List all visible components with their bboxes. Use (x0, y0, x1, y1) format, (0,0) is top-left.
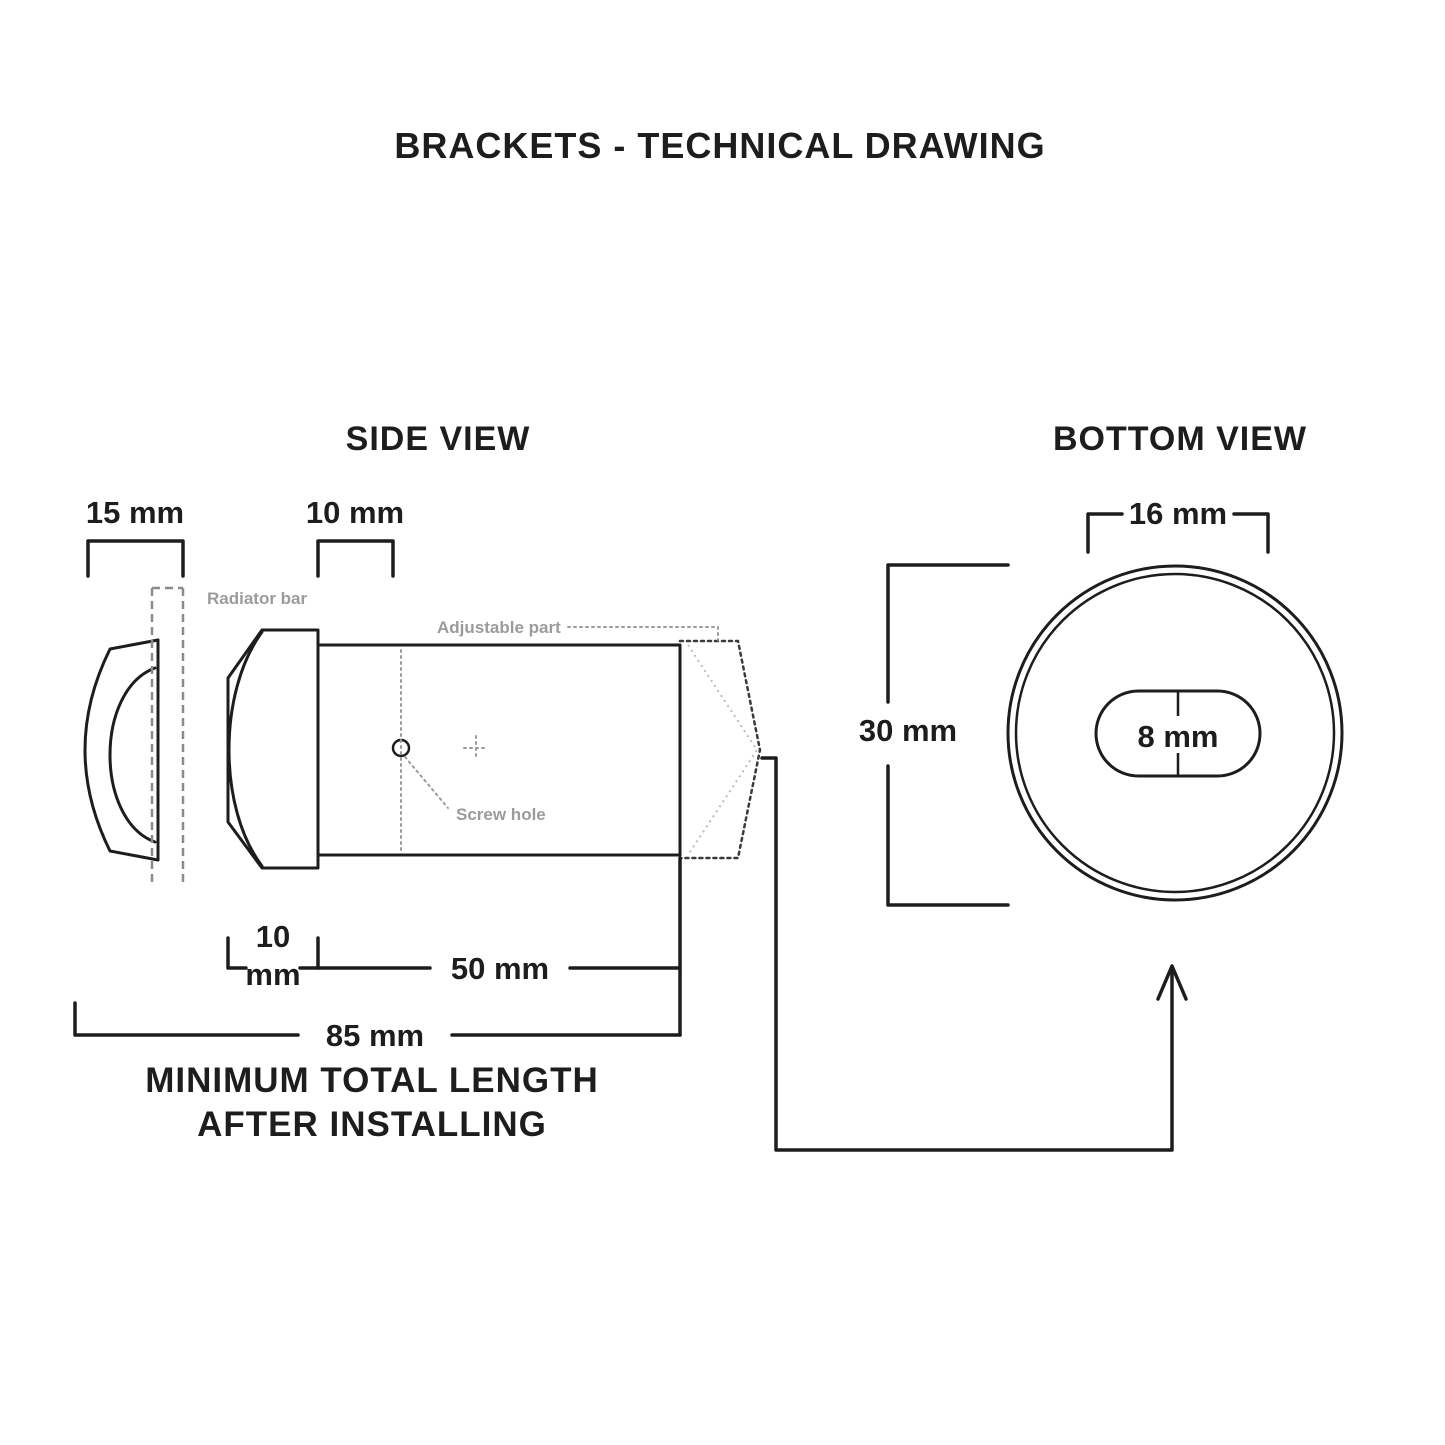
dim-30mm-lines (886, 563, 1010, 907)
dim-85mm-text: 85 mm (326, 1018, 424, 1053)
center-crosshair (463, 735, 489, 761)
adjustable-part-taper (687, 644, 759, 856)
end-cap-outline (83, 638, 160, 862)
radiator-bar-hidden-lines (150, 586, 185, 882)
dim-10mm-top-text: 10 mm (306, 495, 404, 530)
bottom-view-label: BOTTOM VIEW (1053, 420, 1307, 458)
adjustable-part-label: Adjustable part (437, 618, 561, 637)
bottom-view-outer-circle (1006, 564, 1344, 902)
dim-8mm-text: 8 mm (1138, 719, 1219, 754)
dim-50mm-text: 50 mm (451, 951, 549, 986)
screw-hole-leader (404, 756, 449, 809)
dim-10mm-top-lines (316, 539, 395, 578)
dim-85mm-lines (73, 1001, 682, 1037)
side-view-label: SIDE VIEW (346, 420, 531, 458)
view-connector-arrowhead (1156, 964, 1188, 1001)
screw-hole-label: Screw hole (456, 805, 546, 824)
dome-arc (108, 666, 157, 844)
hex-collar-outline (226, 628, 320, 870)
note-line-2: AFTER INSTALLING (197, 1105, 547, 1144)
dim-15mm-text: 15 mm (86, 495, 184, 530)
dim-10mm-bottom-value: 10 (256, 919, 290, 954)
note-line-1: MINIMUM TOTAL LENGTH (145, 1061, 599, 1100)
bracket-body-outline (316, 643, 682, 857)
dim-15mm-lines (86, 539, 185, 578)
radiator-bar-label: Radiator bar (207, 589, 308, 608)
view-connector-line (760, 756, 1174, 1152)
adjustable-part-outline (678, 639, 762, 860)
adjustable-part-leader (567, 626, 719, 641)
dim-10mm-bottom-unit: mm (245, 957, 300, 992)
bottom-view-inner-circle (1014, 572, 1336, 894)
hex-arc (227, 630, 264, 868)
dim-16mm-lines (1086, 512, 1270, 554)
dim-50mm-lines (316, 856, 682, 1037)
dim-30mm-text: 30 mm (859, 713, 957, 748)
dim-16mm-text: 16 mm (1129, 496, 1227, 531)
page-title: BRACKETS - TECHNICAL DRAWING (394, 125, 1045, 166)
